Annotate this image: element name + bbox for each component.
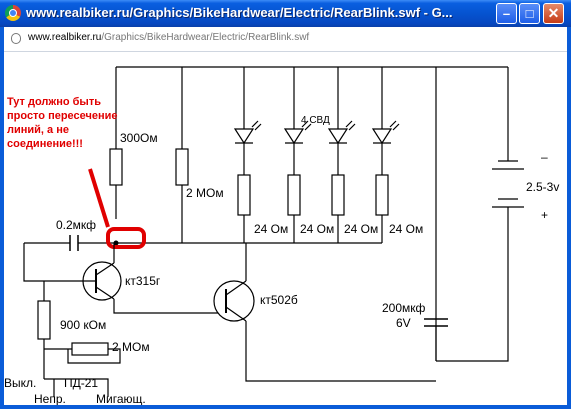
led-branch-4 [371,67,400,243]
annotation-line-1: Тут должно быть [7,96,101,108]
led-group-label: 4 СВД [301,115,330,126]
wire-right-rail [435,66,508,319]
cap-big-voltage-label: 6V [396,316,411,330]
led-branch-3 [327,67,356,243]
transistor-2-label: кт502б [260,293,298,307]
address-bar[interactable]: www.realbiker.ru/Graphics/BikeHardwear/E… [4,27,567,52]
url-path: /Graphics/BikeHardwear/Electric/RearBlin… [101,32,310,43]
switch-blink-label: Мигающ. [96,392,146,405]
transistor-kt502 [213,280,255,322]
wire-battery [436,67,509,362]
switch-off-label: Выкл. [4,376,36,390]
transistor-kt315 [82,243,122,301]
annotation-line-2: просто пересечение [7,110,118,122]
junction-dot [113,240,119,246]
resistor-900k-label: 900 кОм [60,318,106,332]
resistor-300-label: 300Ом [120,131,158,145]
resistor-2m-bottom-label: 2 МОм [112,340,150,354]
cap-big-value-label: 200мкф [382,301,426,315]
resistor-led-1-label: 24 Ом [254,222,288,236]
led-branch-1 [233,67,262,243]
capacitor-0-2uf [69,235,79,251]
resistor-2m-top-label: 2 МОм [186,186,224,200]
close-button[interactable]: ✕ [543,3,564,24]
battery-plus-label: + [541,208,548,222]
page-icon [11,33,21,44]
url-host: www.realbiker.ru [28,32,102,43]
page-content: www.realbiker.ru/Graphics/BikeHardwear/E… [4,27,567,405]
transistor-1-label: кт315г [125,274,161,288]
annotation-arrow [88,168,110,228]
circuit-schematic: – 2.5-3v + 200мкф 6V 300Ом 2 МОм [4,66,559,405]
maximize-button[interactable]: □ [519,3,540,24]
resistor-2m-bottom [71,342,109,356]
address-url[interactable]: www.realbiker.ru/Graphics/BikeHardwear/E… [28,32,309,43]
resistor-led-4-label: 24 Ом [389,222,423,236]
annotation-line-4: соединение!!! [7,138,83,150]
battery-symbol [492,160,524,208]
window-title: www.realbiker.ru/Graphics/BikeHardwear/E… [26,5,453,20]
error-highlight [106,227,146,249]
annotation-line-3: линий, а не [7,124,69,136]
capacitor-small-label: 0.2мкф [56,218,96,232]
title-bar[interactable]: www.realbiker.ru/Graphics/BikeHardwear/E… [0,0,571,27]
switch-name-label: ПД-21 [64,376,98,390]
resistor-300-ohm [109,148,123,186]
resistor-led-3-label: 24 Ом [344,222,378,236]
battery-minus-label: – [541,150,548,164]
resistor-led-2-label: 24 Ом [300,222,334,236]
resistor-2m-top [175,148,189,186]
battery-voltage-label: 2.5-3v [526,180,559,194]
resistor-900k [37,300,51,340]
chrome-icon [5,5,21,21]
minimize-button[interactable]: – [496,3,517,24]
switch-continuous-label: Непр. [34,392,66,405]
led-branch-2 [283,67,312,243]
